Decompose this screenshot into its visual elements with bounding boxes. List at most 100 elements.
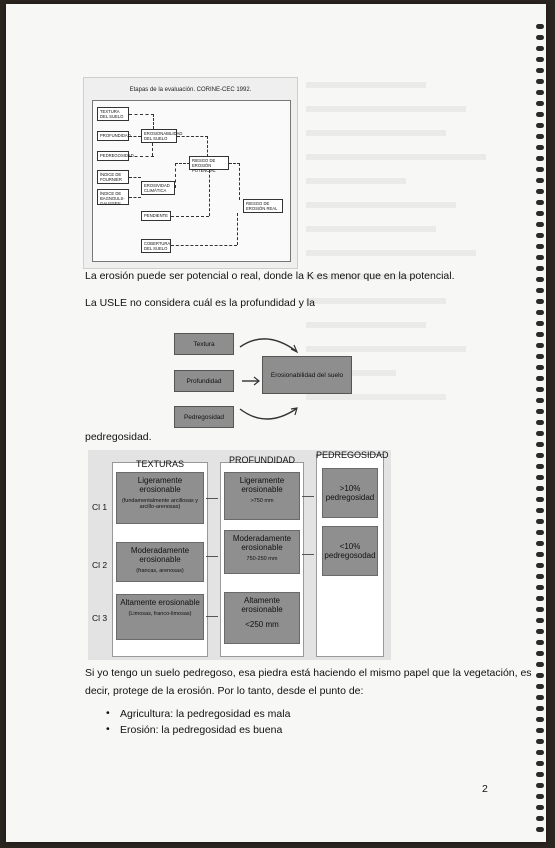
cell-profundidad-cl1: Ligeramente erosionable>750 mm xyxy=(224,472,300,520)
binding-ring xyxy=(536,695,544,700)
binding-ring xyxy=(536,629,544,634)
row-label-cl1: Cl 1 xyxy=(92,502,108,512)
binding-ring xyxy=(536,299,544,304)
binding-ring xyxy=(536,508,544,513)
binding-ring xyxy=(536,772,544,777)
connector xyxy=(175,163,190,188)
binding-ring xyxy=(536,277,544,282)
binding-ring xyxy=(536,332,544,337)
binding-ring xyxy=(536,497,544,502)
binding-ring xyxy=(536,398,544,403)
connector xyxy=(152,143,153,156)
binding-ring xyxy=(536,728,544,733)
box-pendiente: Pendiente xyxy=(141,211,171,221)
connector xyxy=(129,197,141,198)
binding-ring xyxy=(536,673,544,678)
binding-ring xyxy=(536,717,544,722)
row-label-cl3: Cl 3 xyxy=(92,613,108,623)
binding-ring xyxy=(536,442,544,447)
cell-pedregosidad-menor-10: <10%pedregosodad xyxy=(322,526,378,576)
binding-ring xyxy=(536,46,544,51)
binding-ring xyxy=(536,409,544,414)
arrow xyxy=(206,556,218,557)
binding-ring xyxy=(536,266,544,271)
binding-ring xyxy=(536,684,544,689)
connector xyxy=(237,213,238,245)
connector xyxy=(129,156,154,157)
binding-ring xyxy=(536,486,544,491)
connector xyxy=(171,216,209,217)
binding-ring xyxy=(536,343,544,348)
box-profundidad: Profundidad xyxy=(97,131,131,141)
binding-ring xyxy=(536,541,544,546)
connector xyxy=(129,114,154,129)
box-textura: Textura xyxy=(174,333,234,355)
binding-ring xyxy=(536,618,544,623)
binding-ring xyxy=(536,783,544,788)
binding-ring xyxy=(536,288,544,293)
box-erosividad: Erosividad climática xyxy=(141,181,175,195)
paragraph-usle: La USLE no considera cuál es la profundi… xyxy=(85,297,315,309)
box-erosionabilidad: Erosionabilidad del suelo xyxy=(141,129,182,143)
binding-ring xyxy=(536,244,544,249)
binding-ring xyxy=(536,145,544,150)
binding-ring xyxy=(536,90,544,95)
binding-ring xyxy=(536,607,544,612)
box-erosionabilidad: Erosionabilidad del suelo xyxy=(262,356,352,394)
binding-ring xyxy=(536,794,544,799)
binding-ring xyxy=(536,134,544,139)
binding-ring xyxy=(536,574,544,579)
binding-ring xyxy=(536,552,544,557)
binding-ring xyxy=(536,365,544,370)
box-riesgo-real: Riesgo de erosión real xyxy=(243,199,283,213)
connector xyxy=(171,245,237,246)
binding-ring xyxy=(536,453,544,458)
paragraph-pedregoso-line2: decir, protege de la erosión. Por lo tan… xyxy=(85,685,364,697)
document-page: Etapas de la evaluación. CORINE-CEC 1992… xyxy=(6,4,546,842)
binding-ring xyxy=(536,123,544,128)
binding-ring xyxy=(536,585,544,590)
figure-title: Etapas de la evaluación. CORINE-CEC 1992… xyxy=(129,87,252,93)
figure-clases-erosionabilidad: TEXTURAS PROFUNDIDAD PEDREGOSIDAD Cl 1 C… xyxy=(88,450,391,660)
box-fournier: Índice de Fournier xyxy=(97,170,129,184)
binding-ring xyxy=(536,101,544,106)
binding-ring xyxy=(536,222,544,227)
binding-ring xyxy=(536,739,544,744)
binding-ring xyxy=(536,706,544,711)
cell-textura-cl3: Altamente erosionable(Limosas, franco-li… xyxy=(116,594,204,640)
binding-ring xyxy=(536,761,544,766)
row-label-cl2: Cl 2 xyxy=(92,560,108,570)
header-profundidad: PROFUNDIDAD xyxy=(228,455,295,465)
binding-ring xyxy=(536,475,544,480)
binding-ring xyxy=(536,464,544,469)
binding-ring xyxy=(536,167,544,172)
connector xyxy=(209,170,210,216)
binding-ring xyxy=(536,431,544,436)
cell-textura-cl1: Ligeramente erosionable(fundamentalmente… xyxy=(116,472,204,524)
arrow xyxy=(302,496,314,497)
binding-ring xyxy=(536,596,544,601)
box-bagnouls: Índice de Bagnouls-Gaussen xyxy=(97,189,129,206)
binding-ring xyxy=(536,827,544,832)
paragraph-pedregosidad: pedregosidad. xyxy=(85,431,152,443)
connector xyxy=(129,136,141,137)
box-pedregosidad: Pedregosidad xyxy=(97,151,134,161)
arrows xyxy=(239,338,299,420)
connector xyxy=(129,177,141,178)
box-profundidad: Profundidad xyxy=(174,370,234,392)
binding-ring xyxy=(536,57,544,62)
binding-ring xyxy=(536,24,544,29)
binding-ring xyxy=(536,420,544,425)
binding-ring xyxy=(536,662,544,667)
binding-ring xyxy=(536,35,544,40)
figure-corine-diagram: Etapas de la evaluación. CORINE-CEC 1992… xyxy=(83,77,298,269)
spiral-binding xyxy=(532,4,546,842)
binding-ring xyxy=(536,563,544,568)
box-pedregosidad: Pedregosidad xyxy=(174,406,234,428)
diagram-frame: Textura del suelo Profundidad Pedregosid… xyxy=(92,100,291,262)
binding-ring xyxy=(536,519,544,524)
header-texturas: TEXTURAS xyxy=(135,459,184,469)
bullet-agricultura: Agricultura: la pedregosidad es mala xyxy=(106,707,290,720)
binding-ring xyxy=(536,816,544,821)
